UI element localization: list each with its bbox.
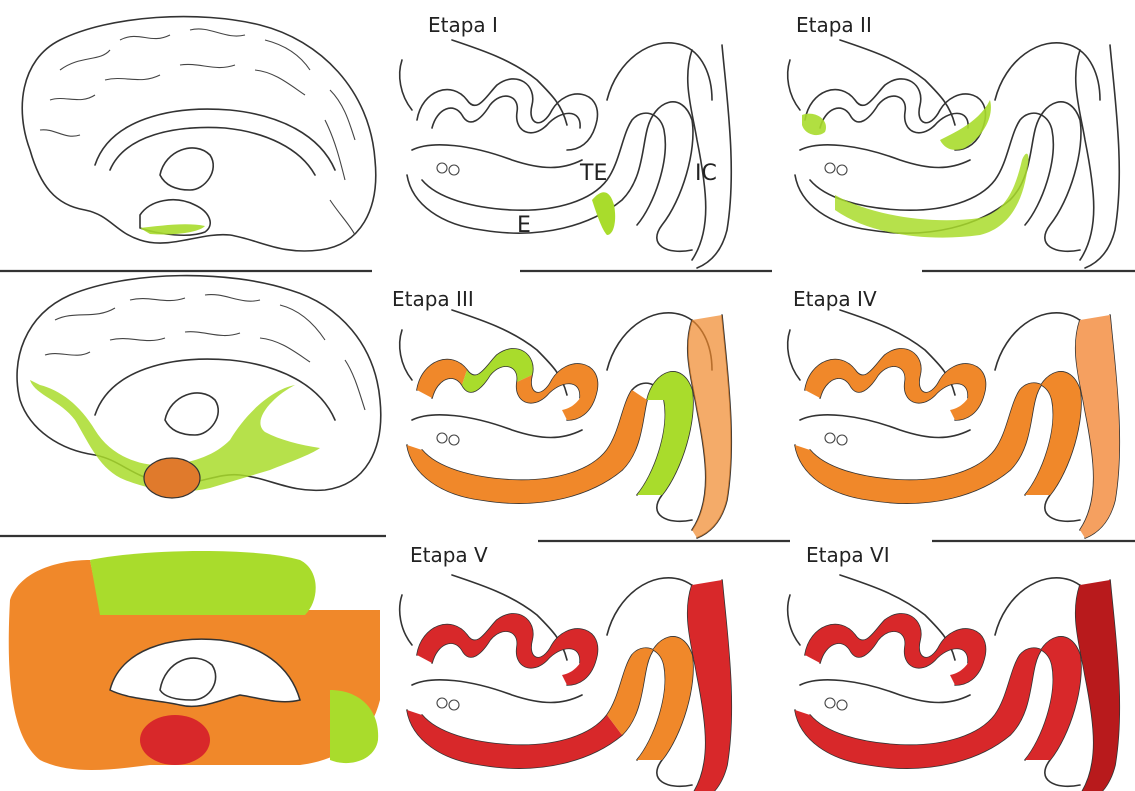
transentorhinal-highlight [592,192,615,235]
panel-etapa-v [400,575,732,791]
region-label-ic: IC [695,161,717,186]
region-label-te: TE [579,161,607,186]
panel-etapa-iii [400,310,732,538]
panel-etapa-vi [788,575,1120,791]
panel-etapa-ii [788,40,1120,268]
brain-medial-view-stage-3-4 [17,276,381,498]
stage-label-etapa-iv: Etapa IV [793,287,877,311]
stage-label-etapa-i: Etapa I [428,13,498,37]
stage-label-etapa-iii: Etapa III [392,287,474,311]
brain-medial-view-stage-1-2 [22,17,376,251]
hippocampus-highlight [144,458,200,498]
stage-label-etapa-vi: Etapa VI [806,543,890,567]
hippocampus-red-highlight [140,715,210,765]
brain-medial-view-stage-5-6 [9,551,380,770]
stage-label-etapa-v: Etapa V [410,543,488,567]
panel-etapa-iv [788,310,1120,538]
region-label-e: E [517,213,531,238]
panel-etapa-i [400,40,732,268]
stage-label-etapa-ii: Etapa II [796,13,872,37]
entorhinal-highlight [140,224,205,234]
